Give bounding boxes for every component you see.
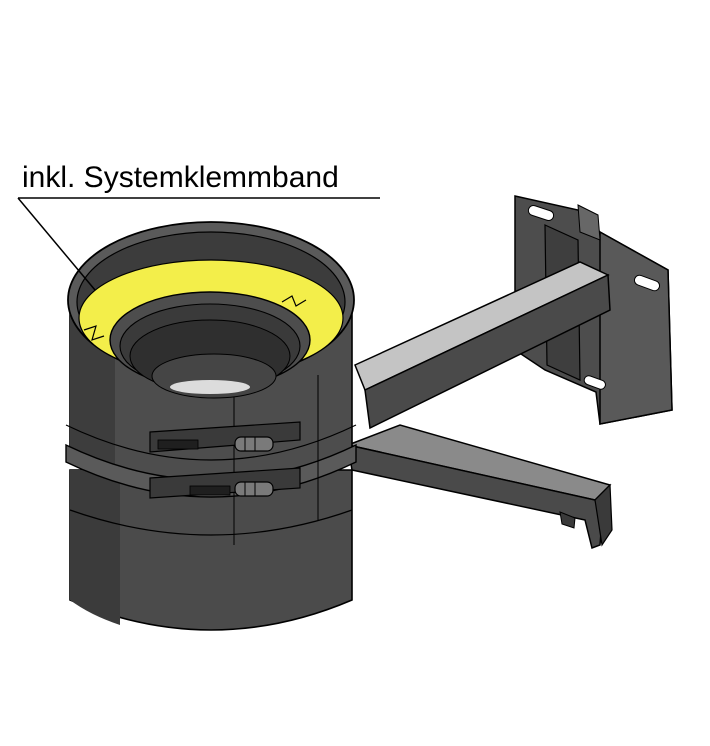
callout-leader xyxy=(17,197,380,291)
insulation-notch-right xyxy=(281,295,307,307)
clamp-band-lower xyxy=(149,467,301,499)
upper-arm xyxy=(354,261,611,430)
upper-arm-side xyxy=(364,273,611,430)
wall-plate-tab xyxy=(577,204,601,241)
clamp-band-upper-tag xyxy=(157,439,199,450)
clamp-band-upper xyxy=(149,421,301,453)
wall-plate-slot-right xyxy=(633,274,661,292)
lower-strut-foot xyxy=(559,511,576,529)
clamp-band-upper-screw xyxy=(234,436,274,452)
ring-top xyxy=(67,221,355,399)
clamp-band-lower-tag xyxy=(189,485,231,496)
lower-ring-shade xyxy=(70,470,120,625)
insulation-notch-left xyxy=(83,325,105,341)
wall-plate-slot-top-left xyxy=(527,205,555,221)
wall-plate-flange xyxy=(599,230,673,425)
lower-strut-end xyxy=(594,483,613,547)
clamp-band-lower-screw xyxy=(234,481,274,497)
lower-strut xyxy=(345,424,613,549)
lower-ring-joint xyxy=(69,509,353,536)
callout-pointer xyxy=(17,197,96,291)
inner-pipe-light xyxy=(170,380,250,394)
callout-label: inkl. Systemklemmband xyxy=(22,161,339,194)
wall-plate-slot-bottom xyxy=(583,375,606,390)
